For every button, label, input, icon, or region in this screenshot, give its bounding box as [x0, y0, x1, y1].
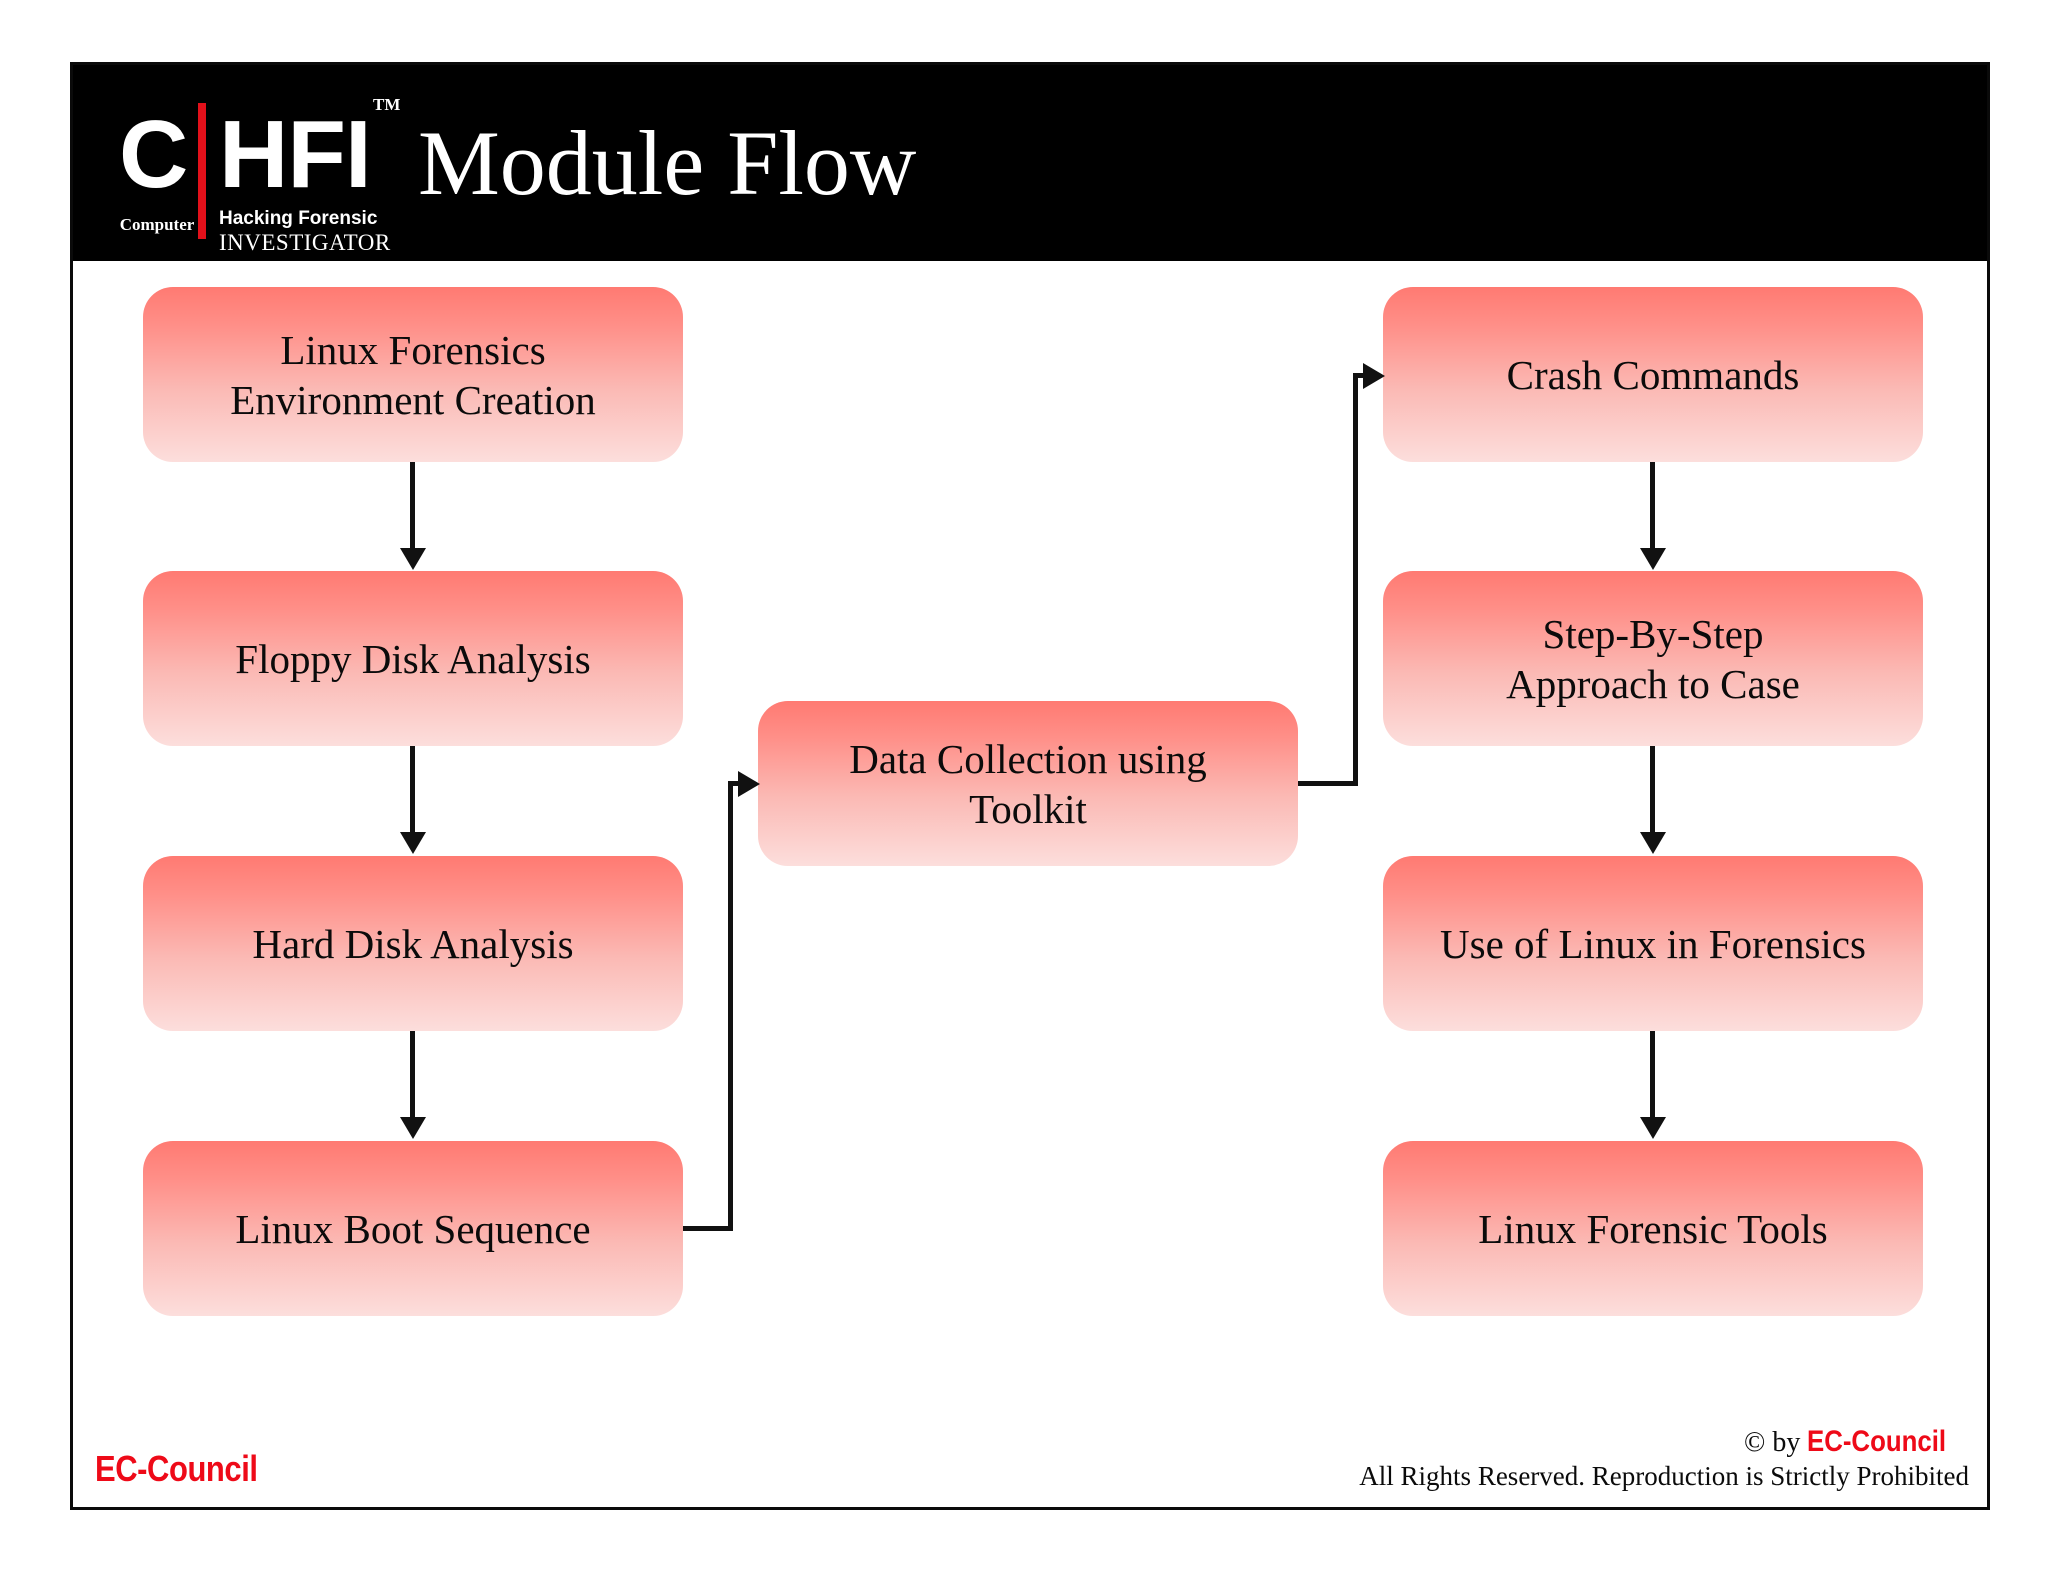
rights-reserved-line: All Rights Reserved. Reproduction is Str… [1359, 1461, 1969, 1491]
connector-toolkit-to-crash-h1 [1298, 781, 1358, 786]
flow-node-label: Linux Forensic Tools [1478, 1205, 1828, 1252]
arrowhead-left-2-3 [400, 832, 426, 854]
footer-copyright-block: © by EC-Council All Rights Reserved. Rep… [1359, 1425, 1969, 1493]
flow-node-label: Hard Disk Analysis [252, 920, 574, 967]
connector-left-1-2 [410, 462, 415, 548]
flow-node-label: Floppy Disk Analysis [235, 635, 591, 682]
chfi-logo: C HFI TM Computer Hacking Forensic INVES… [115, 89, 400, 255]
arrowhead-toolkit-to-crash [1363, 363, 1385, 389]
flow-node-linux-forensic-tools[interactable]: Linux Forensic Tools [1383, 1141, 1923, 1316]
flow-node-data-collection-using-toolkit[interactable]: Data Collection using Toolkit [758, 701, 1298, 866]
connector-boot-to-toolkit-v [728, 781, 733, 1231]
arrowhead-boot-to-toolkit [738, 771, 760, 797]
flow-node-step-by-step-approach-to-case[interactable]: Step-By-Step Approach to Case [1383, 571, 1923, 746]
footer-brand-logo: EC-Council [95, 1448, 258, 1489]
connector-toolkit-to-crash-v [1353, 373, 1358, 786]
arrowhead-right-3-4 [1640, 1117, 1666, 1139]
flow-node-crash-commands[interactable]: Crash Commands [1383, 287, 1923, 462]
flow-node-label: Step-By-Step Approach to Case [1506, 610, 1800, 707]
copyright-brand: EC-Council [1807, 1425, 1947, 1458]
flowchart-canvas: Linux Forensics Environment Creation Flo… [73, 261, 1987, 1507]
flow-node-linux-boot-sequence[interactable]: Linux Boot Sequence [143, 1141, 683, 1316]
connector-right-2-3 [1650, 746, 1655, 832]
flow-node-hard-disk-analysis[interactable]: Hard Disk Analysis [143, 856, 683, 1031]
connector-left-2-3 [410, 746, 415, 832]
page-title: Module Flow [418, 112, 917, 214]
arrowhead-right-2-3 [1640, 832, 1666, 854]
slide-header: C HFI TM Computer Hacking Forensic INVES… [73, 65, 1987, 261]
logo-investigator-label: INVESTIGATOR [219, 230, 391, 255]
connector-right-1-2 [1650, 462, 1655, 548]
flow-node-use-of-linux-in-forensics[interactable]: Use of Linux in Forensics [1383, 856, 1923, 1031]
copyright-line: © by EC-Council [1359, 1425, 1969, 1460]
slide-frame: C HFI TM Computer Hacking Forensic INVES… [70, 62, 1990, 1510]
logo-letters-hfi: HFI [219, 101, 372, 208]
connector-right-3-4 [1650, 1031, 1655, 1117]
logo-computer-label: Computer [119, 215, 195, 234]
connector-left-3-4 [410, 1031, 415, 1117]
flow-node-label: Use of Linux in Forensics [1440, 920, 1866, 967]
flow-node-label: Data Collection using Toolkit [849, 735, 1207, 832]
logo-hacking-forensic-label: Hacking Forensic [219, 208, 378, 229]
logo-letter-c: C [119, 101, 188, 208]
arrowhead-left-1-2 [400, 548, 426, 570]
arrowhead-left-3-4 [400, 1117, 426, 1139]
flow-node-floppy-disk-analysis[interactable]: Floppy Disk Analysis [143, 571, 683, 746]
flow-node-label: Linux Boot Sequence [235, 1205, 591, 1252]
flow-node-label: Linux Forensics Environment Creation [230, 326, 596, 423]
copyright-prefix: © by [1744, 1427, 1808, 1458]
arrowhead-right-1-2 [1640, 548, 1666, 570]
logo-red-bar-icon [198, 103, 206, 239]
logo-trademark: TM [373, 95, 401, 114]
flow-node-linux-forensics-environment-creation[interactable]: Linux Forensics Environment Creation [143, 287, 683, 462]
connector-boot-to-toolkit-h1 [683, 1226, 733, 1231]
flow-node-label: Crash Commands [1506, 351, 1800, 398]
